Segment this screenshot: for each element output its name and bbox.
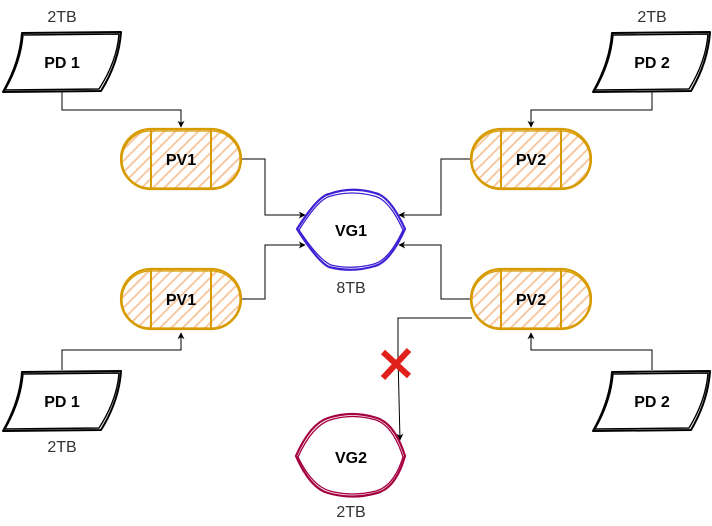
edge-pv2-bottom-to-vg1 [398,241,471,300]
pd-bottom-right: PD 2 [592,370,711,432]
pd-top-right: PD 2 2TB [592,9,711,93]
red-x-icon [380,347,412,381]
connectors [61,92,653,441]
edge-pd2-top-to-pv2-top [527,92,653,128]
edge-pv1-bottom-to-vg1 [241,241,306,300]
pv-label: PV2 [516,292,546,309]
edge-pv2-bottom-to-vg2 [396,317,472,441]
pv-bottom-left: PV1 [119,267,243,331]
pv-label: PV1 [166,292,196,309]
pd-top-left: PD 1 2TB [2,9,122,93]
vg2: VG2 2TB [294,412,407,521]
edge-pv2-top-to-vg1 [398,158,471,219]
vg-label: VG1 [335,223,367,240]
pd-size-label: 2TB [47,9,76,26]
pd-label: PD 1 [44,394,80,411]
pv-top-left: PV1 [119,127,243,191]
edge-pd1-bottom-to-pv1-bottom [61,332,185,370]
pv-bottom-right: PV2 [469,267,593,331]
edge-pd2-bottom-to-pv2-bottom [527,332,653,370]
pv-top-right: PV2 [469,127,593,191]
pd-bottom-left: PD 1 2TB [2,370,122,456]
pd-size-label: 2TB [637,9,666,26]
pd-size-label: 2TB [47,439,76,456]
pd-label: PD 2 [634,394,670,411]
vg-size-label: 8TB [336,280,365,297]
pd-label: PD 1 [44,55,80,72]
pv-label: PV1 [166,152,196,169]
edge-pd1-top-to-pv1-top [61,92,185,128]
vg-size-label: 2TB [336,504,365,521]
pd-label: PD 2 [634,55,670,72]
vg-label: VG2 [335,450,367,467]
edge-pv1-top-to-vg1 [241,158,306,219]
pv-label: PV2 [516,152,546,169]
vg1: VG1 8TB [295,188,407,297]
